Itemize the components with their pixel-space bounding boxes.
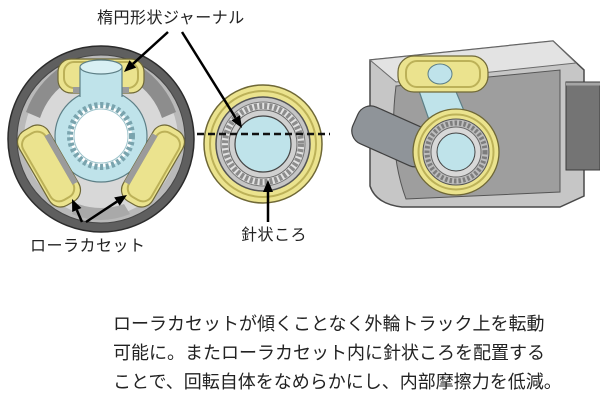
arrowhead: [114, 195, 127, 206]
arrowhead: [72, 199, 82, 212]
spline-bore-inner-edge: [73, 108, 129, 164]
needle-rollers-ring: [424, 120, 488, 184]
arrow-shaft: [132, 31, 169, 65]
roller-cassette-section: [197, 84, 330, 204]
arrow-shaft: [75, 209, 84, 223]
roller-cassette-left: [16, 124, 82, 208]
roller-cassette-right: [120, 124, 186, 208]
label-needle-rollers: 針状ころ: [241, 225, 308, 244]
journal-arrow-left: [124, 31, 169, 72]
description-line: 可能に。またローラカセット内に針状ころを配置する: [113, 343, 545, 364]
arrowhead: [231, 115, 242, 128]
roller-cassette-face: [412, 108, 500, 196]
needle-arrow: [263, 180, 273, 222]
description-paragraph: ローラカセットが傾くことなく外輪トラック上を転動 可能に。またローラカセット内に…: [113, 310, 562, 397]
needle-bearing-strip: [124, 133, 158, 185]
arrowhead: [263, 180, 273, 192]
needle-rollers-ring: [222, 103, 304, 185]
tripod-joint-end-view: [7, 45, 195, 233]
roller-outer-rim: [417, 113, 495, 191]
description-line: ことで、回転自体をなめらかにし、内部摩擦力を低減。: [113, 372, 562, 393]
journal-end-top: [427, 63, 453, 85]
roller-arrow-left: [72, 199, 84, 223]
needle-bearing-strip: [44, 133, 78, 185]
callout-arrows: [72, 31, 273, 224]
elliptical-journal-section: [234, 115, 292, 173]
description-line: ローラカセットが傾くことなく外輪トラック上を転動: [113, 314, 545, 335]
journal-end: [436, 132, 476, 172]
roller-rim: [405, 60, 481, 88]
label-elliptical-journal: 楕円形状ジャーナル: [97, 8, 245, 27]
arrowhead: [124, 60, 137, 72]
tripod-joint-cutaway-view: [351, 40, 600, 208]
roller-arrow-right: [85, 195, 127, 224]
label-roller-cassette: ローラカセット: [30, 236, 146, 255]
arrow-shaft: [180, 31, 237, 119]
arrow-shaft: [85, 200, 118, 224]
journal-arrow-right: [180, 31, 242, 128]
outer-race-stem: [565, 81, 600, 171]
roller-cassette-top-cutaway: [397, 55, 489, 93]
elliptical-journal-top: [79, 59, 123, 103]
journal-top-face: [79, 59, 123, 75]
roller-outer-rim: [209, 90, 317, 198]
spline-bore: [67, 102, 135, 170]
